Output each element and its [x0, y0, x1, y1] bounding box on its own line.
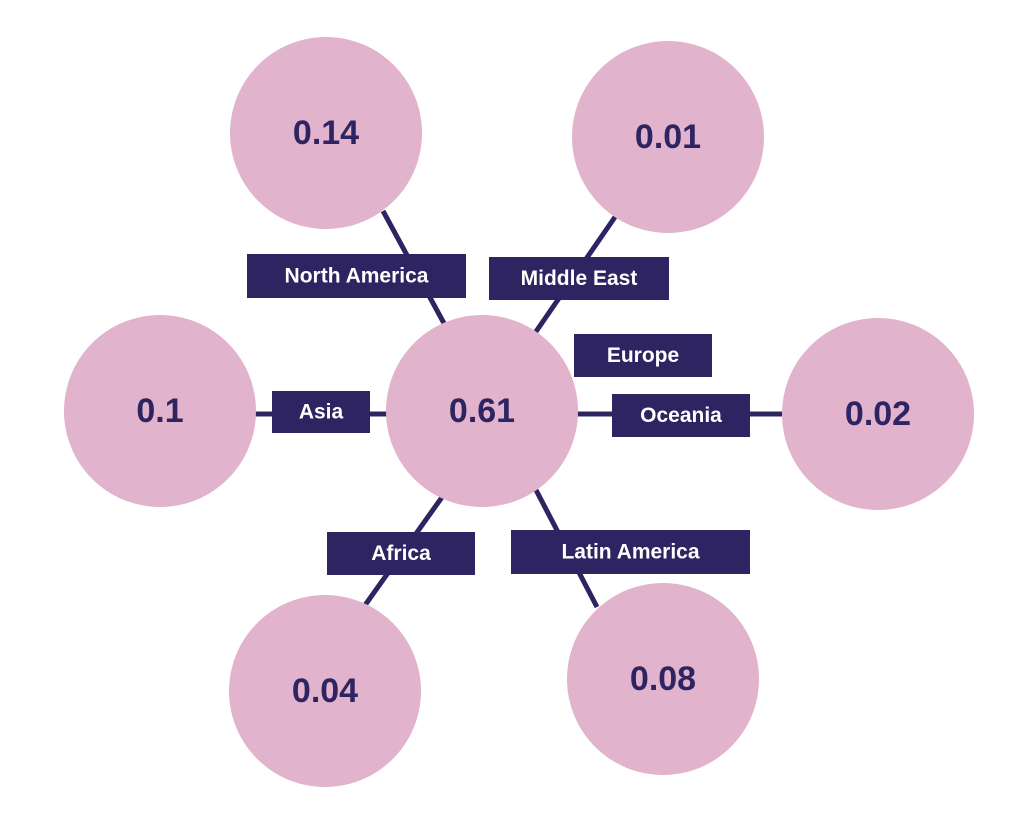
node-latin-america: 0.08 — [567, 583, 759, 775]
label-box-middle-east — [489, 257, 669, 300]
node-circle-center — [386, 315, 578, 507]
node-north-america: 0.14 — [230, 37, 422, 229]
node-circle-asia — [64, 315, 256, 507]
label-box-latin-america — [511, 530, 750, 574]
label-asia: Asia — [272, 391, 370, 433]
node-value-africa: 0.04 — [292, 672, 358, 710]
label-north-america: North America — [247, 254, 466, 298]
label-africa: Africa — [327, 532, 475, 575]
label-text-latin-america: Latin America — [561, 541, 699, 564]
label-text-middle-east: Middle East — [521, 267, 638, 290]
label-box-africa — [327, 532, 475, 575]
label-oceania: Oceania — [612, 394, 750, 437]
label-latin-america: Latin America — [511, 530, 750, 574]
node-circle-middle-east — [572, 41, 764, 233]
node-asia: 0.1 — [64, 315, 256, 507]
label-text-north-america: North America — [285, 265, 429, 288]
node-oceania: 0.02 — [782, 318, 974, 510]
node-circle-latin-america — [567, 583, 759, 775]
node-center: 0.61 — [386, 315, 578, 507]
label-box-asia — [272, 391, 370, 433]
node-value-latin-america: 0.08 — [630, 660, 696, 698]
label-middle-east: Middle East — [489, 257, 669, 300]
node-circle-north-america — [230, 37, 422, 229]
node-value-asia: 0.1 — [136, 392, 183, 430]
node-value-oceania: 0.02 — [845, 395, 911, 433]
node-circle-oceania — [782, 318, 974, 510]
node-middle-east: 0.01 — [572, 41, 764, 233]
node-circle-africa — [229, 595, 421, 787]
label-text-oceania: Oceania — [640, 404, 722, 427]
label-box-europe — [574, 334, 712, 377]
node-africa: 0.04 — [229, 595, 421, 787]
label-europe: Europe — [574, 334, 712, 377]
node-value-north-america: 0.14 — [293, 114, 359, 152]
node-value-center: 0.61 — [449, 392, 515, 430]
label-text-europe: Europe — [607, 344, 679, 367]
label-text-africa: Africa — [371, 542, 431, 565]
label-text-asia: Asia — [299, 401, 344, 424]
label-box-north-america — [247, 254, 466, 298]
label-box-oceania — [612, 394, 750, 437]
node-value-middle-east: 0.01 — [635, 118, 701, 156]
